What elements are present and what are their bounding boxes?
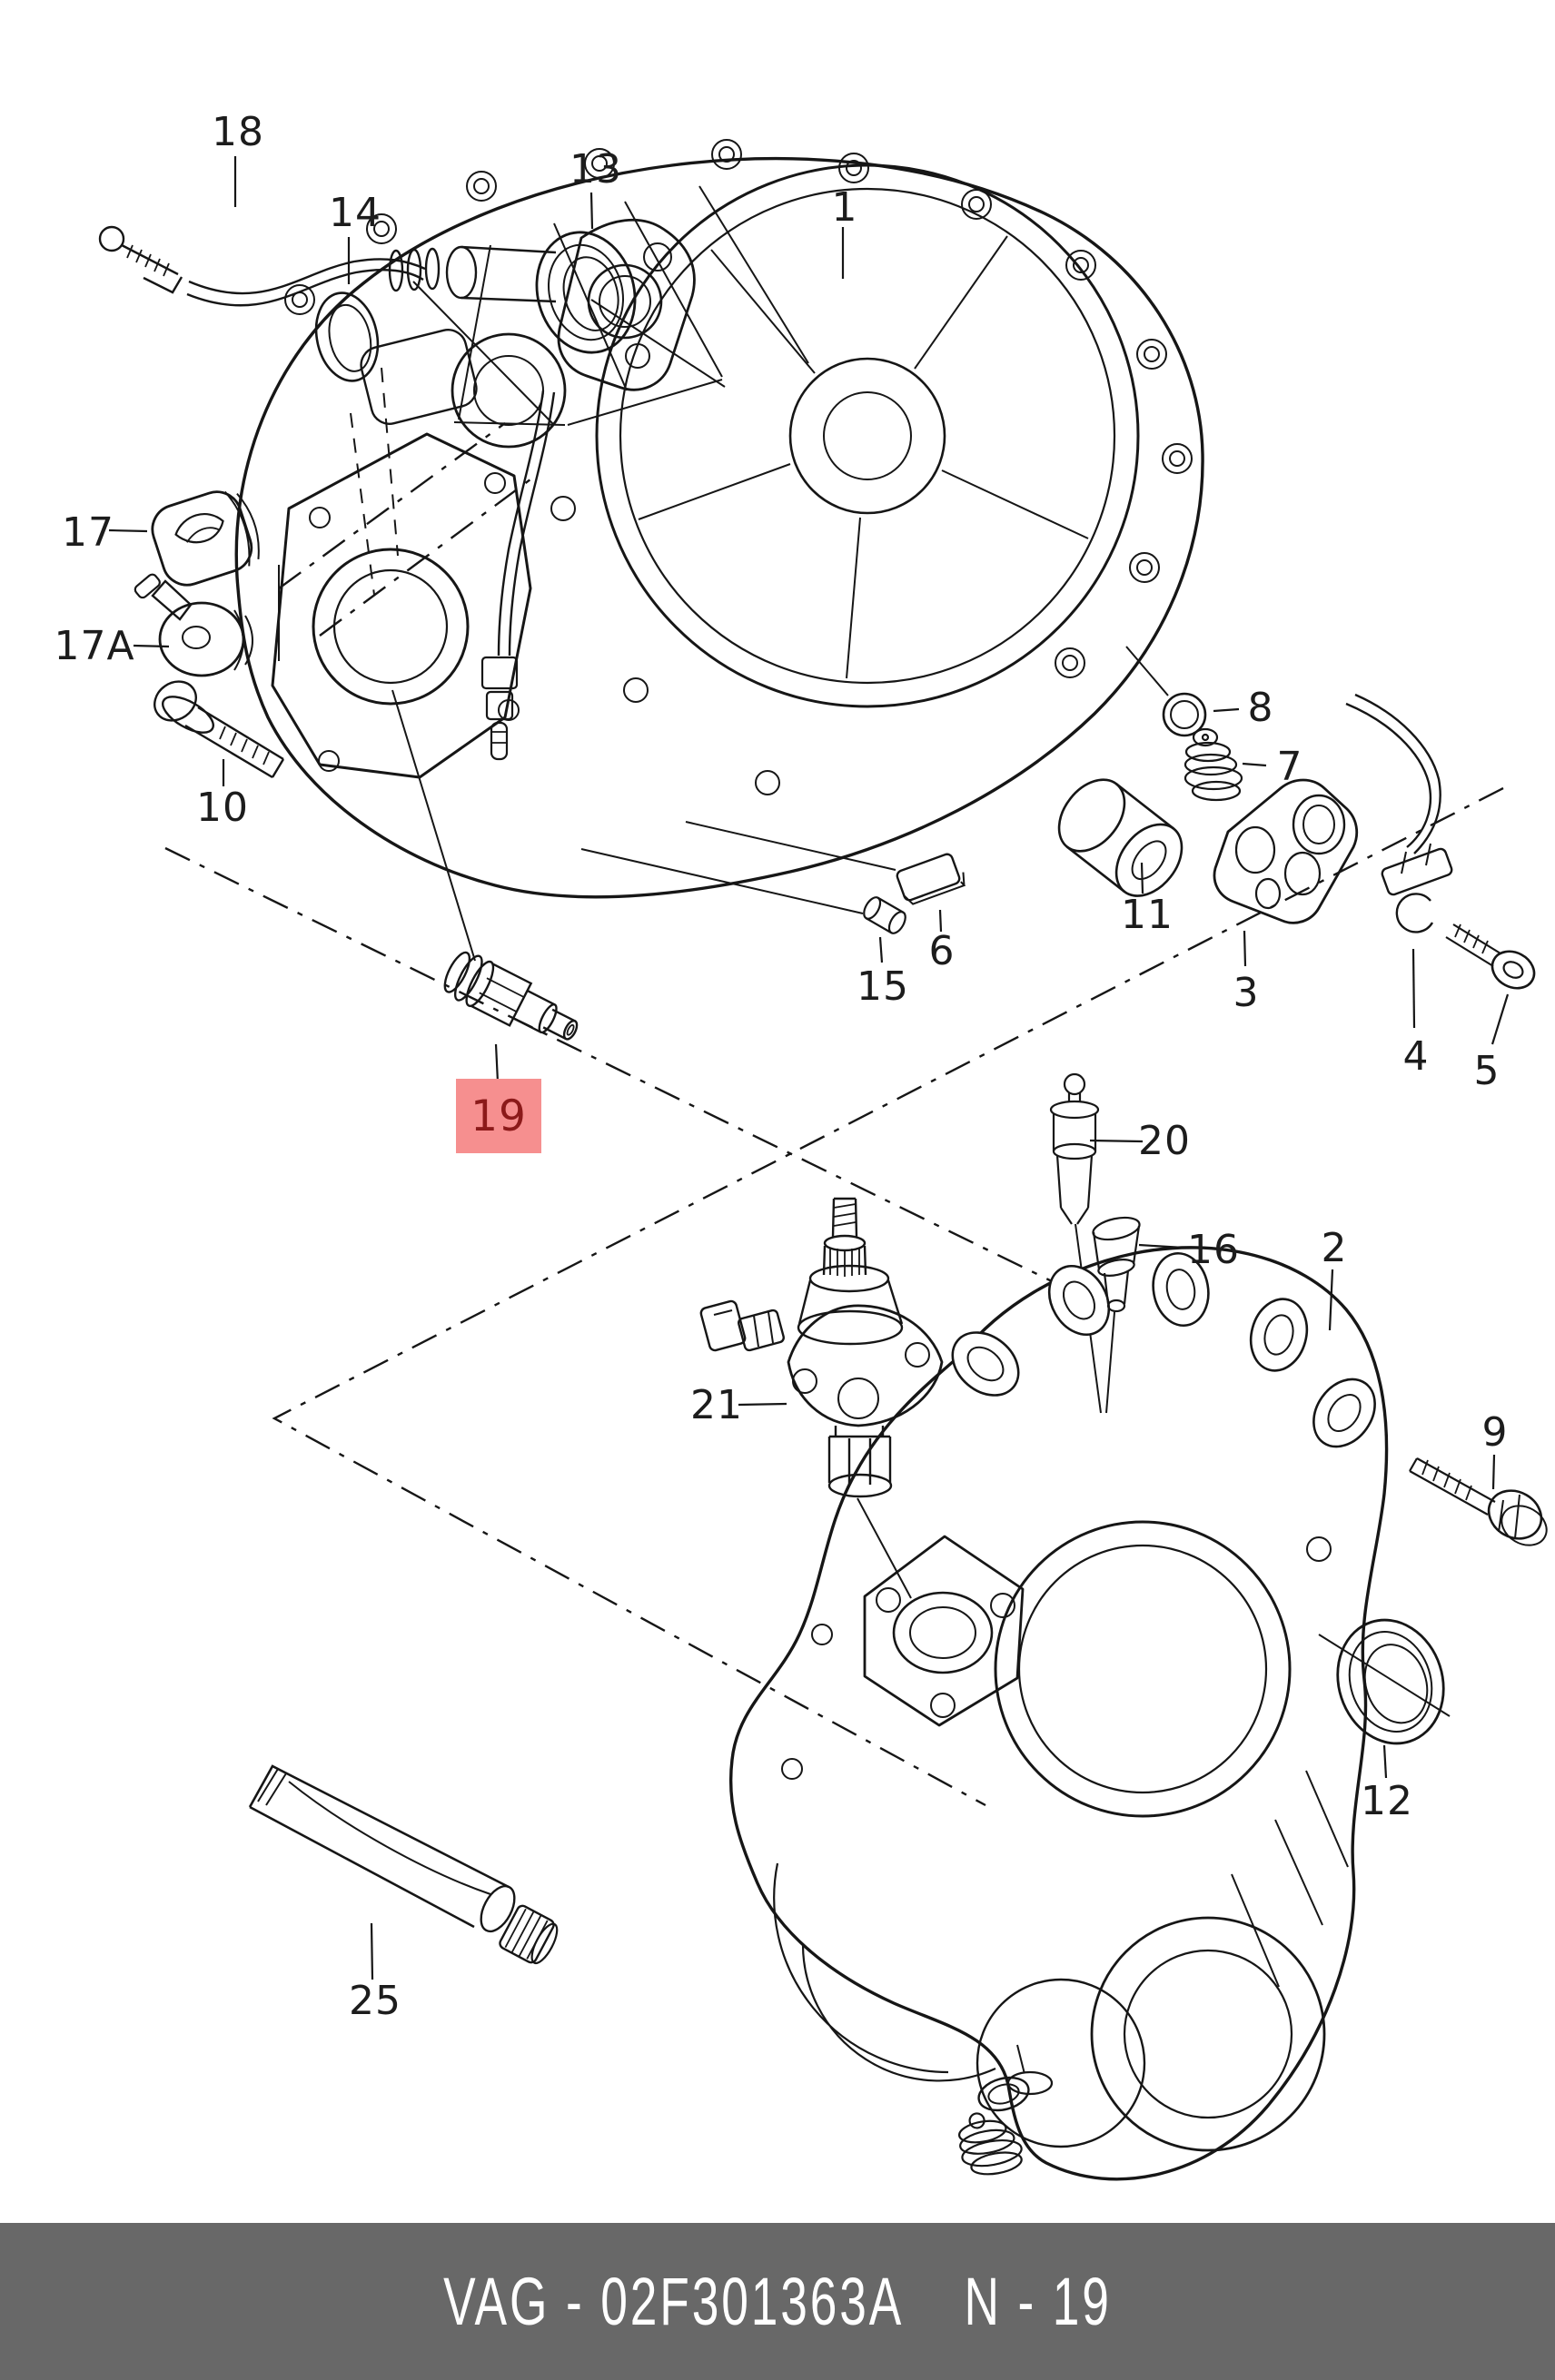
bolt-9-drawing xyxy=(1409,1457,1548,1546)
leader-line-2 xyxy=(1328,1269,1334,1331)
leader-line-11 xyxy=(1140,862,1144,894)
seal-13-drawing xyxy=(535,231,637,354)
callout-10[interactable]: 10 xyxy=(196,785,249,831)
footer-page-ref: N - 19 xyxy=(964,2264,1112,2339)
bolt-5-drawing xyxy=(1445,923,1536,990)
plug-7-upper-drawing xyxy=(1184,727,1243,802)
callout-leader-lines xyxy=(108,156,1510,1980)
leader-line-15 xyxy=(878,936,884,963)
leader-line-5 xyxy=(1491,993,1510,1045)
callout-11[interactable]: 11 xyxy=(1121,892,1174,938)
callout-16[interactable]: 16 xyxy=(1187,1227,1240,1273)
footer-part-number: VAG - 02F301363A xyxy=(443,2264,905,2339)
cap-17A-drawing xyxy=(134,573,253,677)
callout-17A[interactable]: 17A xyxy=(54,623,135,669)
seal-14-drawing xyxy=(314,291,380,382)
callout-6[interactable]: 6 xyxy=(928,928,956,974)
callout-2[interactable]: 2 xyxy=(1321,1225,1348,1271)
callout-21[interactable]: 21 xyxy=(690,1382,743,1428)
leader-line-21 xyxy=(738,1402,787,1407)
leader-line-8 xyxy=(1213,707,1240,713)
callout-5[interactable]: 5 xyxy=(1473,1048,1501,1094)
clamp-4-drawing xyxy=(1345,693,1453,933)
callout-20[interactable]: 20 xyxy=(1138,1118,1191,1164)
o-ring-8-lower-drawing xyxy=(977,2076,1030,2112)
gearbox-housing-drawing xyxy=(728,1246,1389,2181)
callout-17[interactable]: 17 xyxy=(62,509,114,556)
switch-19-drawing xyxy=(443,951,579,1041)
callout-3[interactable]: 3 xyxy=(1233,970,1260,1016)
leader-line-6 xyxy=(938,909,943,933)
callout-25[interactable]: 25 xyxy=(349,1978,401,2024)
pointer-lines xyxy=(278,299,1451,2086)
leader-line-9 xyxy=(1491,1454,1496,1490)
callout-13[interactable]: 13 xyxy=(570,146,622,193)
bracket-3-drawing xyxy=(1213,778,1359,924)
leader-line-7 xyxy=(1242,762,1267,767)
bolt-10-drawing xyxy=(154,680,285,779)
install-axis-lines xyxy=(350,367,399,596)
magnet-6-drawing xyxy=(896,853,966,905)
o-ring-8-upper-drawing xyxy=(1162,692,1207,737)
callout-9[interactable]: 9 xyxy=(1481,1409,1509,1456)
callout-4[interactable]: 4 xyxy=(1402,1033,1430,1080)
leader-line-13 xyxy=(589,192,594,230)
plunger-20-drawing xyxy=(1049,1072,1100,1225)
callout-19[interactable]: 19 xyxy=(456,1079,541,1153)
leader-line-19 xyxy=(494,1043,500,1083)
bolt-bosses xyxy=(951,1251,1376,1448)
leader-line-12 xyxy=(1382,1744,1388,1779)
leader-line-17A xyxy=(133,644,170,648)
footer-text-row: VAG - 02F301363A N - 19 xyxy=(443,2263,1112,2340)
cap-16-drawing xyxy=(1092,1216,1141,1313)
bushing-11-drawing xyxy=(1057,778,1184,897)
callout-12[interactable]: 12 xyxy=(1361,1778,1413,1824)
slave-cylinder-18-drawing xyxy=(98,218,696,761)
sender-21-drawing xyxy=(699,1197,944,1498)
plug-7-lower-drawing xyxy=(957,2112,1023,2176)
footer-bar: VAG - 02F301363A N - 19 xyxy=(0,2223,1555,2380)
callout-1[interactable]: 1 xyxy=(831,184,858,231)
callout-15[interactable]: 15 xyxy=(857,963,909,1010)
leader-line-4 xyxy=(1411,948,1416,1029)
sealant-tube-25-drawing xyxy=(248,1764,559,1965)
seal-12-drawing xyxy=(1336,1618,1445,1745)
bolt-holes xyxy=(284,139,1193,795)
callout-7[interactable]: 7 xyxy=(1276,744,1303,790)
bell-housing-drawing xyxy=(234,139,1204,899)
leader-line-3 xyxy=(1243,930,1247,967)
leader-line-25 xyxy=(370,1922,374,1980)
pin-15-drawing xyxy=(863,896,906,934)
cap-17-drawing xyxy=(151,490,260,587)
callout-18[interactable]: 18 xyxy=(212,109,264,155)
section-lines xyxy=(164,422,1504,1807)
callout-8[interactable]: 8 xyxy=(1247,685,1274,731)
leader-line-17 xyxy=(108,528,148,533)
callout-14[interactable]: 14 xyxy=(329,190,381,236)
